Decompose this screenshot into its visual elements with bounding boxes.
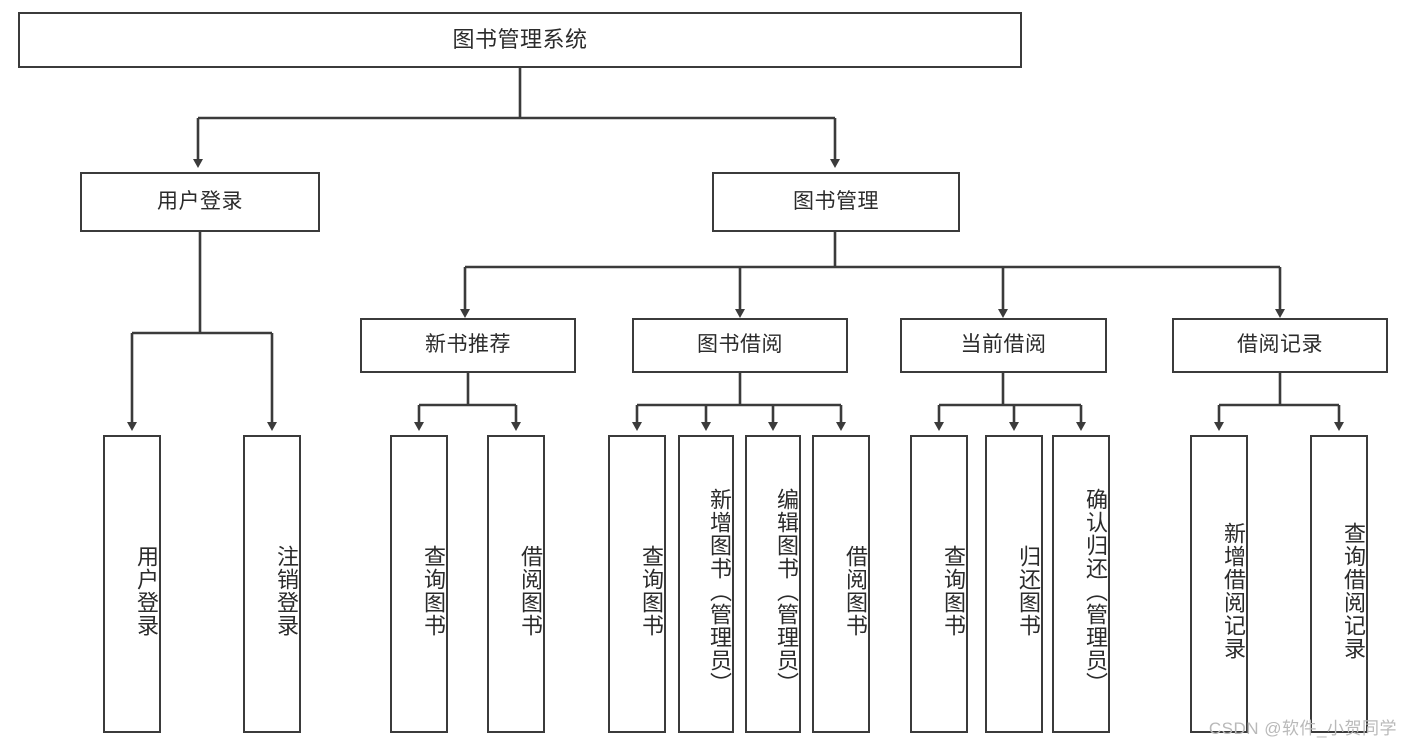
node-root-label: 图书管理系统 — [452, 27, 588, 53]
node-current-borrow-label: 当前借阅 — [960, 333, 1047, 357]
node-new-book-recommend-label: 新书推荐 — [425, 333, 511, 357]
leaf-query-book-current-label: 查询图书 — [941, 545, 966, 637]
node-new-book-recommend[interactable]: 新书推荐 — [360, 318, 576, 373]
leaf-confirm-return-admin[interactable]: 确认归还（管理员） — [1052, 435, 1110, 733]
leaf-query-book-newbook[interactable]: 查询图书 — [390, 435, 448, 733]
node-borrow-record[interactable]: 借阅记录 — [1172, 318, 1388, 373]
node-current-borrow[interactable]: 当前借阅 — [900, 318, 1107, 373]
leaf-user-login[interactable]: 用户登录 — [103, 435, 161, 733]
node-book-borrow-label: 图书借阅 — [697, 333, 783, 357]
leaf-return-book[interactable]: 归还图书 — [985, 435, 1043, 733]
leaf-logout-label: 注销登录 — [274, 545, 299, 637]
leaf-query-book-current[interactable]: 查询图书 — [910, 435, 968, 733]
watermark: CSDN @软件_小贺同学 — [1208, 719, 1397, 738]
leaf-borrow-book-borrow-label: 借阅图书 — [843, 545, 868, 637]
leaf-query-borrow-record[interactable]: 查询借阅记录 — [1310, 435, 1368, 733]
leaf-query-book-borrow-label: 查询图书 — [639, 545, 664, 637]
leaf-return-book-label: 归还图书 — [1016, 545, 1041, 637]
leaf-user-login-label: 用户登录 — [134, 545, 159, 637]
leaf-add-book-admin-label: 新增图书（管理员） — [707, 487, 732, 695]
leaf-add-borrow-record-label: 新增借阅记录 — [1221, 522, 1246, 660]
node-user-login[interactable]: 用户登录 — [80, 172, 320, 232]
node-borrow-record-label: 借阅记录 — [1237, 333, 1323, 357]
node-book-management-label: 图书管理 — [793, 189, 879, 213]
leaf-confirm-return-admin-label: 确认归还（管理员） — [1083, 487, 1108, 695]
leaf-add-borrow-record[interactable]: 新增借阅记录 — [1190, 435, 1248, 733]
node-book-management[interactable]: 图书管理 — [712, 172, 960, 232]
leaf-borrow-book-newbook-label: 借阅图书 — [518, 545, 543, 637]
leaf-edit-book-admin[interactable]: 编辑图书（管理员） — [745, 435, 801, 733]
leaf-borrow-book-newbook[interactable]: 借阅图书 — [487, 435, 545, 733]
leaf-query-book-newbook-label: 查询图书 — [421, 545, 446, 637]
leaf-query-borrow-record-label: 查询借阅记录 — [1341, 522, 1366, 660]
node-book-borrow[interactable]: 图书借阅 — [632, 318, 848, 373]
leaf-add-book-admin[interactable]: 新增图书（管理员） — [678, 435, 734, 733]
leaf-edit-book-admin-label: 编辑图书（管理员） — [774, 487, 799, 695]
leaf-borrow-book-borrow[interactable]: 借阅图书 — [812, 435, 870, 733]
node-user-login-label: 用户登录 — [157, 189, 243, 213]
leaf-logout[interactable]: 注销登录 — [243, 435, 301, 733]
node-root[interactable]: 图书管理系统 — [18, 12, 1022, 68]
leaf-query-book-borrow[interactable]: 查询图书 — [608, 435, 666, 733]
